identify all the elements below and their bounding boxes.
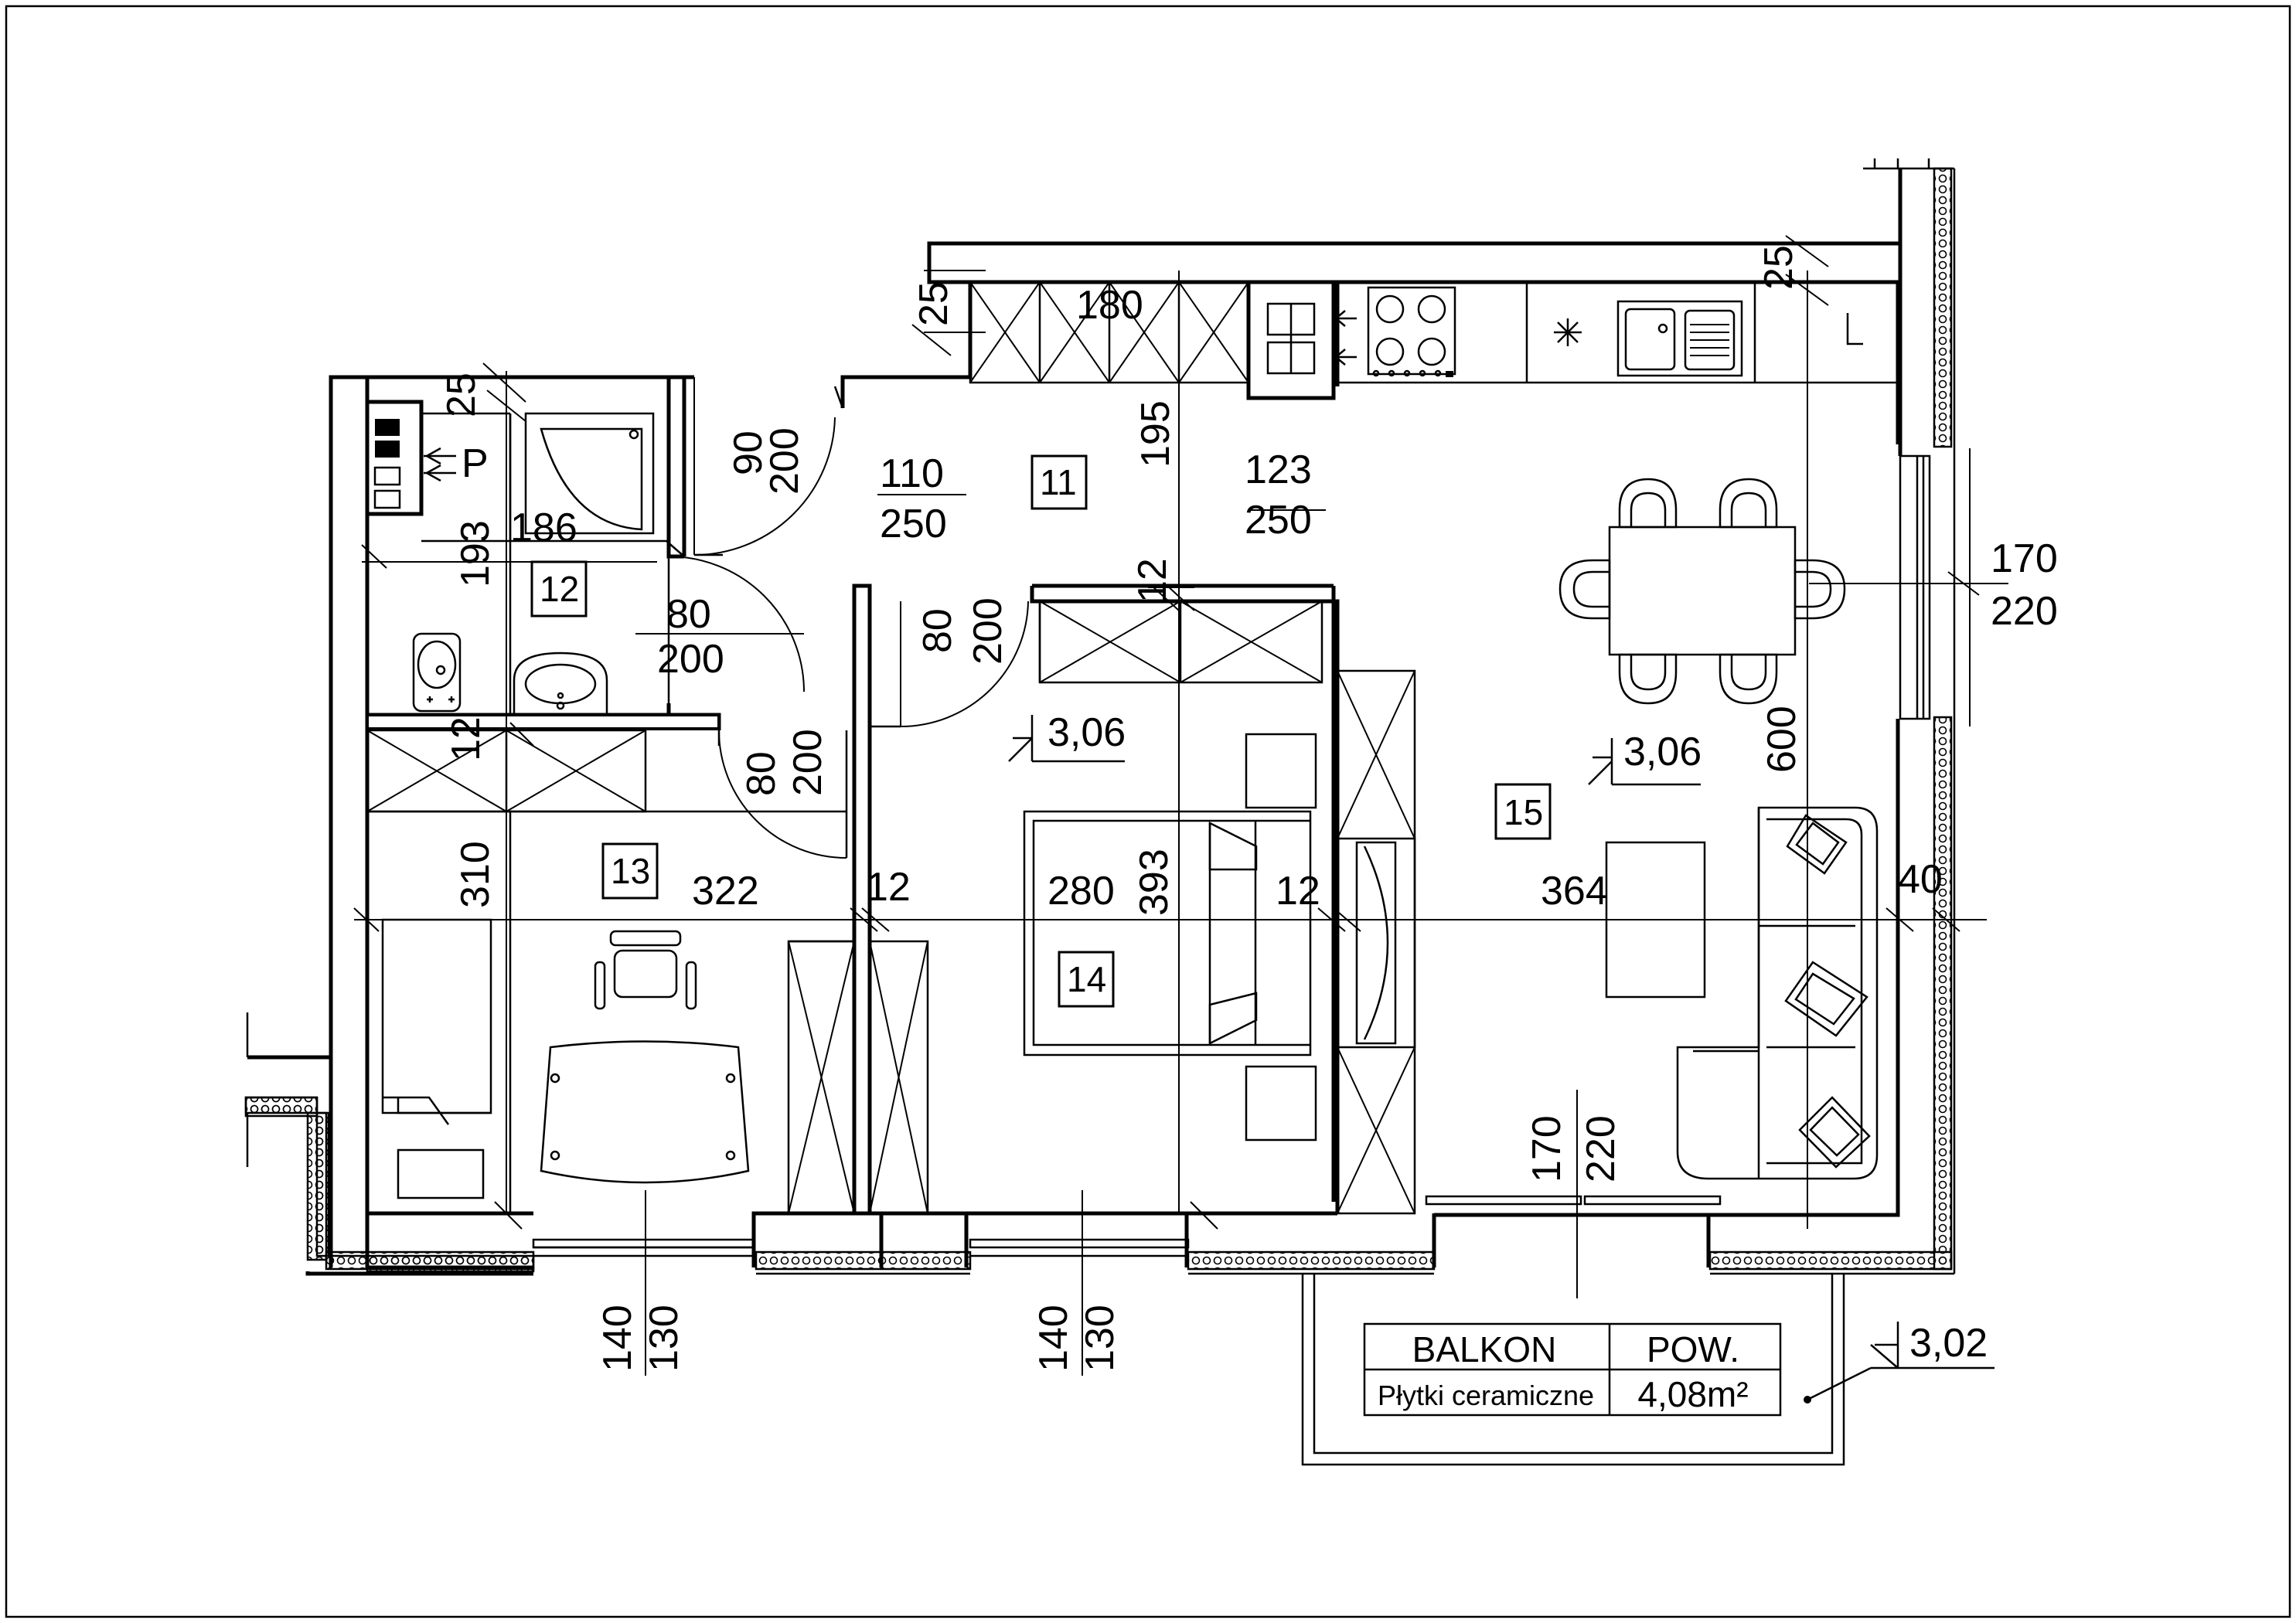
room-labels: 11 12 13 14 15 [530, 454, 1552, 1008]
room-number-11: 11 [1040, 462, 1077, 502]
dim-room15-width: 364 [1541, 869, 1608, 914]
level-mark-room14: 3,06 [1008, 710, 1126, 763]
dim-win15-height: 220 [1991, 589, 2058, 634]
room14-furniture [868, 600, 1323, 1215]
room-number-13: 13 [611, 851, 650, 891]
dim-hall-door-height: 250 [880, 502, 947, 546]
dim-corner-top: 25 [1756, 245, 1801, 290]
dim-kitchen-top: 25 [911, 281, 956, 326]
balcony-area-value: 4,08m² [1637, 1374, 1748, 1414]
drawing-border [5, 5, 2291, 1618]
dim-room14-height: 393 [1132, 849, 1177, 916]
window-room15 [1899, 454, 1931, 720]
dim-win14-width: 140 [1031, 1305, 1076, 1372]
dim-bath-top: 25 [439, 373, 484, 417]
balcony-area-table: BALKON POW. Płytki ceramiczne 4,08m² [1363, 1322, 1782, 1417]
dim-balcony-door-width: 170 [1524, 1115, 1569, 1182]
balcony-name: BALKON [1412, 1329, 1557, 1370]
dim-hall-door-width: 110 [880, 451, 944, 496]
dim-entry-door-width: 90 [726, 430, 771, 475]
window-room13 [532, 1238, 755, 1257]
room15-furniture [1336, 478, 1879, 1215]
level-mark-room15: 3,06 [1588, 730, 1702, 786]
window-room14 [969, 1238, 1190, 1257]
level-room14: 3,06 [1048, 710, 1126, 755]
dim-entry-door-height: 200 [762, 427, 807, 495]
room-number-14: 14 [1067, 959, 1106, 999]
dim-bath-door-width: 80 [666, 592, 711, 637]
dim-room14-width: 280 [1048, 869, 1115, 914]
dim-hall-height: 195 [1133, 400, 1178, 468]
dim-bath-door-height: 200 [657, 637, 724, 682]
balcony-outline [1301, 1274, 1845, 1466]
dim-room13-door-width: 80 [739, 751, 784, 796]
doors [667, 375, 1029, 859]
dim-room13-width: 322 [692, 869, 759, 914]
dim-room13-door-height: 200 [785, 729, 830, 796]
dim-ext-wall: 40 [1898, 857, 1943, 902]
room-number-15: 15 [1504, 792, 1543, 832]
dim-bath-width: 186 [510, 505, 577, 550]
room13-furniture [366, 729, 856, 1215]
dim-wall-12-13: 12 [866, 865, 911, 910]
exterior-base [246, 158, 1956, 1276]
dim-win13-height: 130 [642, 1305, 686, 1372]
dimension-lines [353, 235, 2008, 1376]
dim-balcony-door-height: 220 [1579, 1115, 1623, 1182]
dim-win15-width: 170 [1991, 536, 2058, 581]
dim-win13-width: 140 [595, 1305, 640, 1372]
dim-living-door-width: 123 [1245, 447, 1312, 492]
dim-room13-height: 310 [453, 841, 498, 908]
insulation [244, 167, 1953, 1273]
dim-wardrobe-width: 180 [1076, 283, 1143, 328]
dim-bath-height: 193 [453, 520, 498, 587]
level-mark-balcony: 3,02 [1804, 1321, 1995, 1404]
dim-room14-door-width: 80 [915, 608, 960, 653]
dim-room15-height: 600 [1759, 706, 1804, 773]
dim-living-door-height: 250 [1245, 498, 1312, 543]
room-number-12: 12 [540, 569, 579, 609]
balcony-area-header: POW. [1647, 1329, 1739, 1370]
dim-room14-door-height: 200 [966, 597, 1010, 665]
dining-chairs [1558, 478, 1846, 705]
level-room15: 3,06 [1623, 730, 1702, 774]
bathroom [365, 400, 685, 716]
dim-win14-height: 130 [1078, 1305, 1122, 1372]
dimension-labels: 25 186 193 80 200 12 90 200 25 180 195 1… [439, 245, 2058, 1372]
level-balcony: 3,02 [1909, 1321, 1988, 1366]
kitchen-cabinets [969, 280, 1898, 400]
dim-wall-12-14: 12 [1276, 869, 1320, 914]
meter-box-mark: P [462, 441, 489, 486]
dim-wall-12-bath: 12 [444, 716, 489, 761]
dim-wall-12-top14: 12 [1130, 558, 1175, 603]
balcony-finish: Płytki ceramiczne [1378, 1380, 1594, 1411]
